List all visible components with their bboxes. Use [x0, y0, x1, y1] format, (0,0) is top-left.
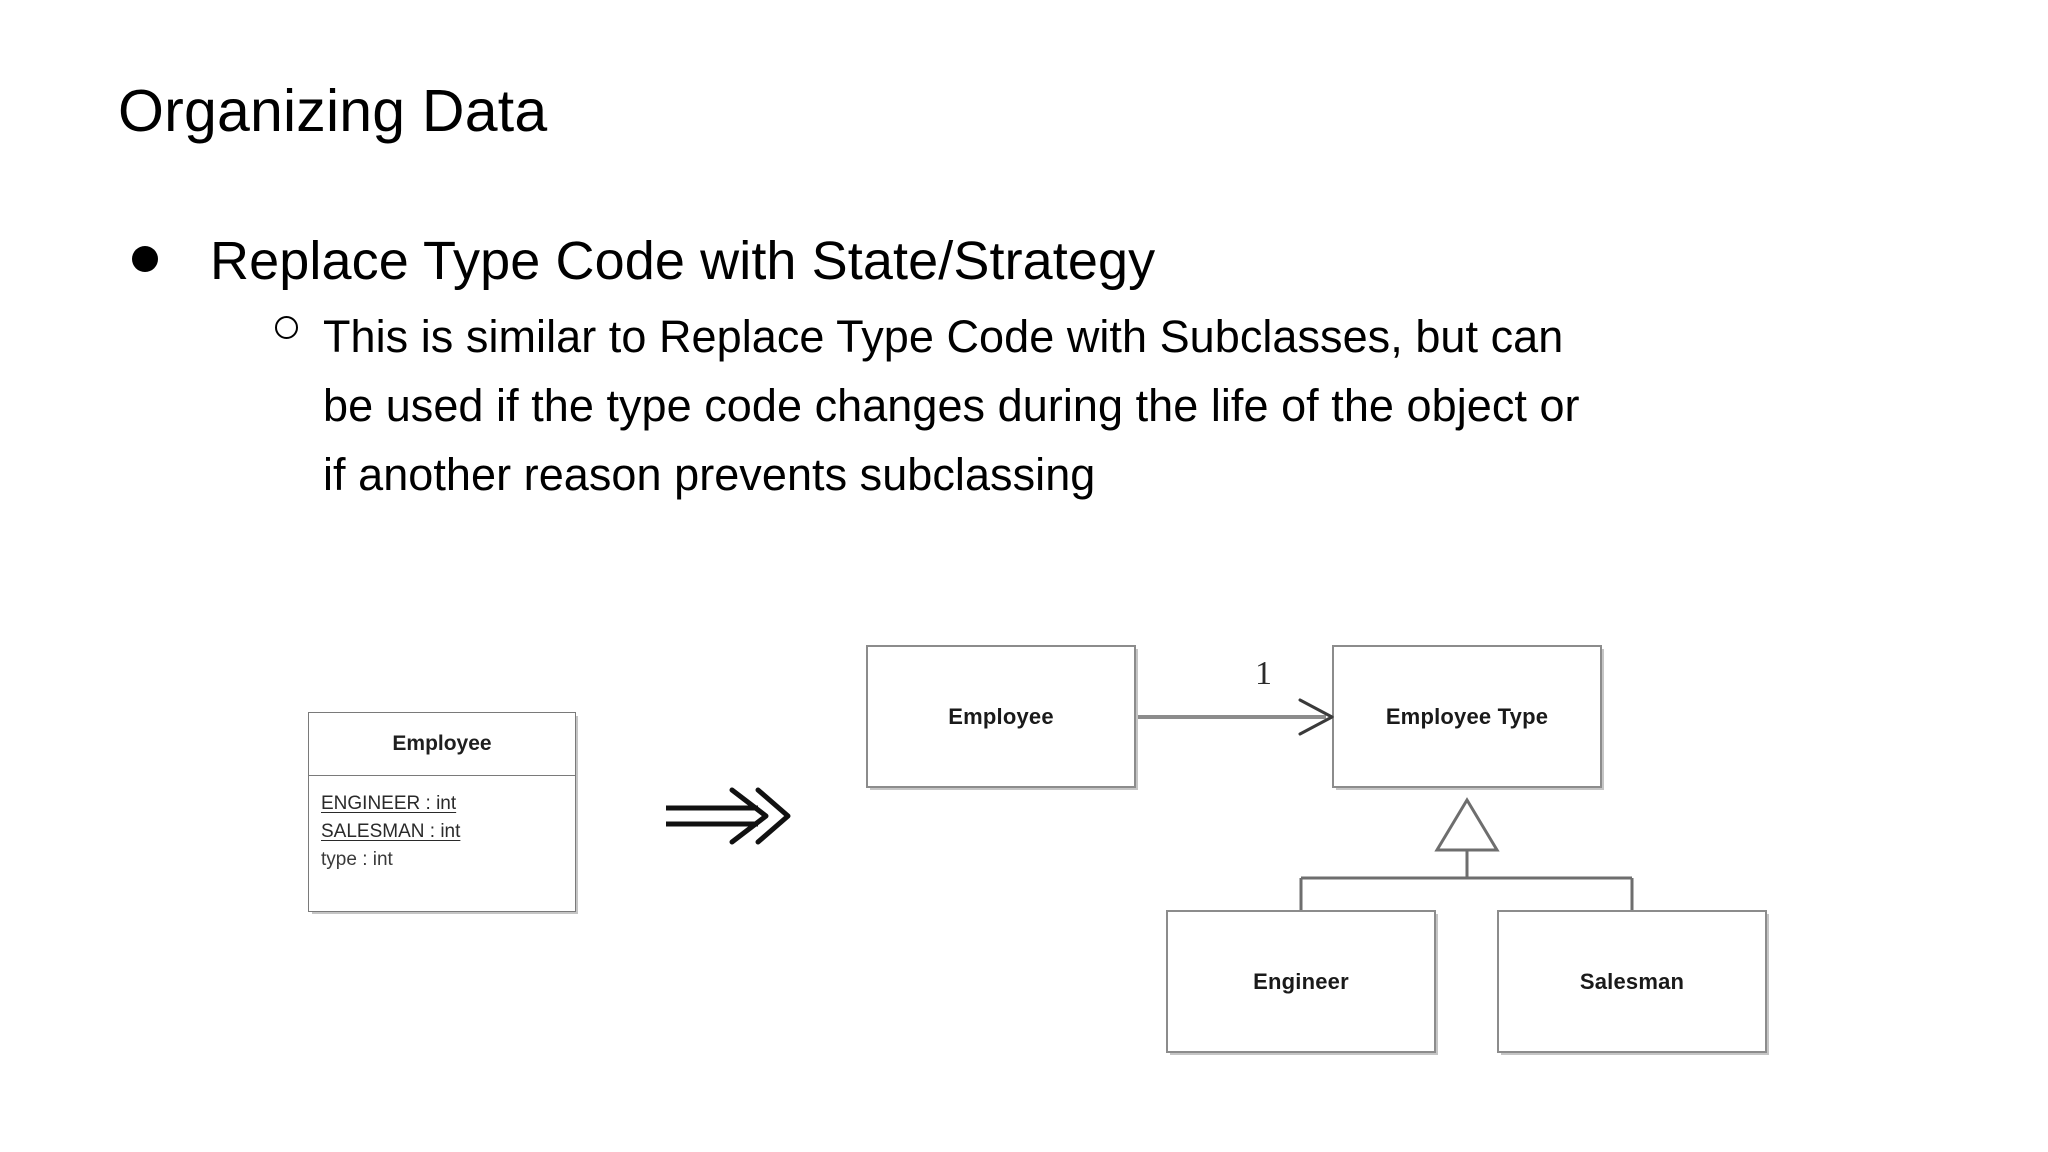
transform-double-arrow-icon: [662, 785, 792, 847]
bullet-level-2: This is similar to Replace Type Code wit…: [118, 302, 1948, 509]
uml-class-name: Engineer: [1253, 968, 1349, 994]
uml-class-employee-type: Employee Type: [1332, 645, 1602, 788]
bullet-level-1: Replace Type Code with State/Strategy: [118, 228, 1948, 294]
uml-class-employee-before: Employee ENGINEER : int SALESMAN : int t…: [308, 712, 576, 912]
uml-attribute: SALESMAN : int: [321, 821, 461, 842]
uml-attribute-compartment: ENGINEER : int SALESMAN : int type : int: [309, 776, 575, 874]
bullet-line: be used if the type code changes during …: [323, 380, 1580, 431]
bullet-circle-icon: [118, 302, 323, 371]
uml-attribute: type : int: [321, 849, 393, 870]
bullet-level-1-text: Replace Type Code with State/Strategy: [210, 231, 1156, 291]
uml-class-name: Employee Type: [1385, 703, 1549, 729]
bullet-level-2-text: This is similar to Replace Type Code wit…: [323, 302, 1580, 509]
slide-body: Replace Type Code with State/Strategy Th…: [118, 228, 1948, 509]
uml-class-employee: Employee: [866, 645, 1136, 788]
uml-class-salesman: Salesman: [1497, 910, 1767, 1053]
bullet-line: This is similar to Replace Type Code wit…: [323, 311, 1564, 362]
uml-class-name: Employee: [948, 703, 1054, 729]
uml-class-engineer: Engineer: [1166, 910, 1436, 1053]
bullet-disc-icon: [118, 228, 210, 294]
uml-class-name: Salesman: [1579, 968, 1685, 994]
uml-diagram: Employee ENGINEER : int SALESMAN : int t…: [0, 600, 2048, 1100]
bullet-line: if another reason prevents subclassing: [323, 449, 1096, 500]
page-title: Organizing Data: [118, 78, 548, 144]
uml-attribute: ENGINEER : int: [321, 793, 457, 814]
association-multiplicity-label: 1: [1255, 655, 1272, 692]
uml-class-name: Employee: [309, 713, 575, 776]
